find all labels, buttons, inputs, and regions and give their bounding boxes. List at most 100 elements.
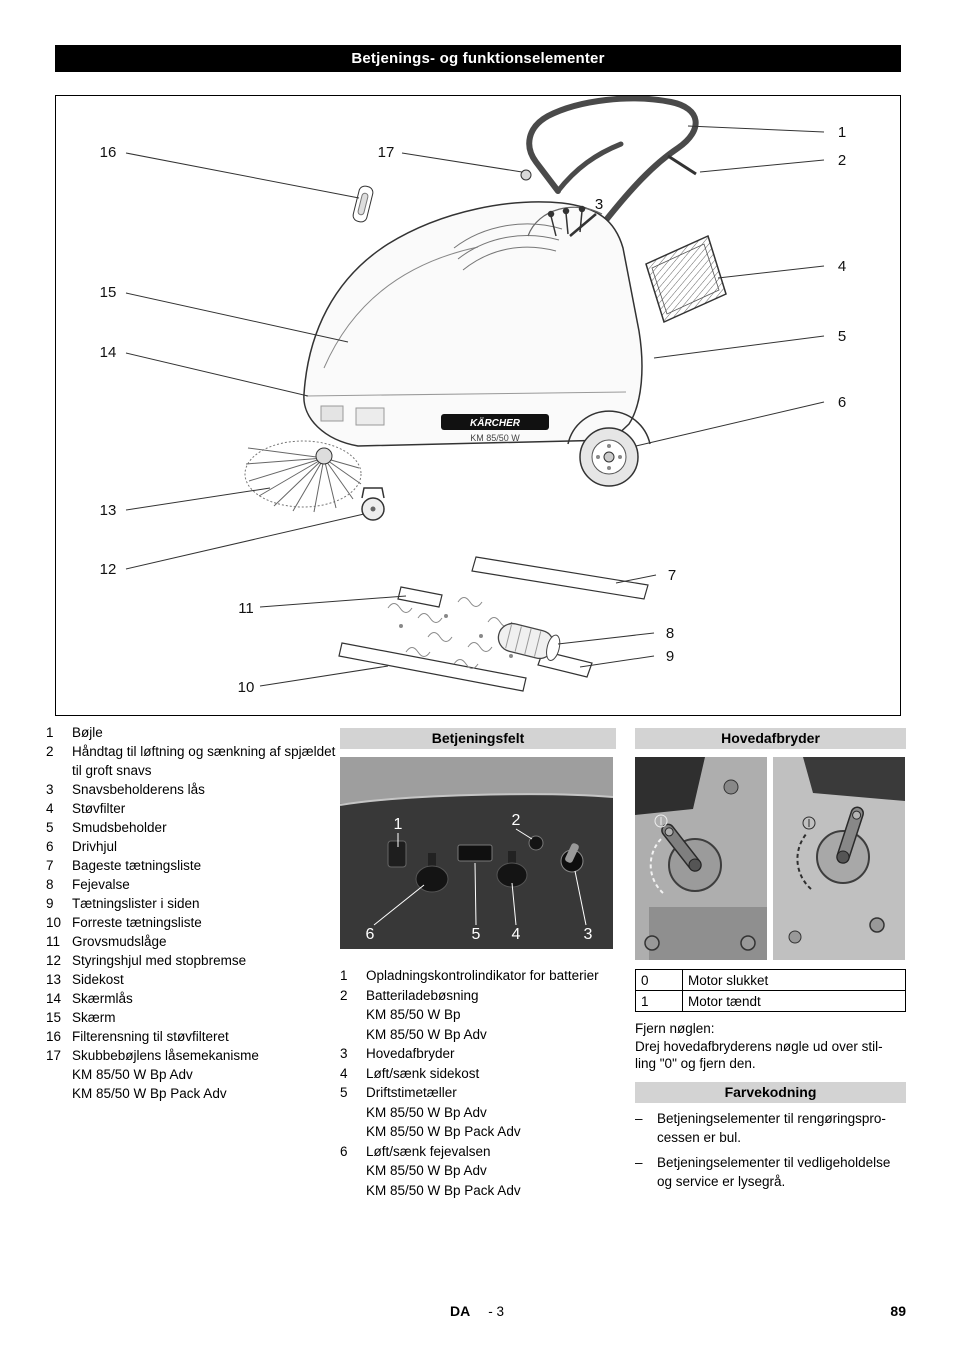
item-text: KM 85/50 W Bp Pack Adv: [72, 1086, 227, 1101]
legend-item: 14 Skærmlås: [46, 989, 340, 1008]
item-text: Snavsbeholderens lås: [72, 782, 205, 797]
item-text: Smudsbeholder: [72, 820, 167, 835]
item-number: 8: [46, 877, 54, 892]
item-text: Skærm: [72, 1010, 116, 1025]
leader-lines: [125, 125, 825, 687]
main-switch-header: Hovedafbryder: [635, 728, 906, 749]
callout-1: 1: [838, 124, 846, 141]
brand-logo-text: KÄRCHER: [470, 416, 521, 429]
item-number: 16: [46, 1029, 62, 1044]
legend-item-variant: KM 85/50 W Bp Adv: [340, 1161, 616, 1181]
callout-9: 9: [666, 648, 674, 665]
photo-callout-5: 5: [472, 926, 481, 943]
item-number: 2: [46, 744, 54, 759]
item-text: Bageste tætningsliste: [72, 858, 202, 873]
item-text: Bøjle: [72, 725, 103, 740]
brand-badge: [441, 414, 549, 430]
item-number: 2: [340, 987, 348, 1003]
filter-cleaning-handle: [352, 185, 374, 223]
callout-15: 15: [100, 284, 117, 301]
item-text-line: Betjeningselementer til vedligeholdelse: [657, 1154, 891, 1170]
callout-10: 10: [238, 679, 255, 696]
control-panel-section: Betjeningsfelt 1: [340, 728, 616, 1200]
control-panel-illustration: 1 2 6 5 4 3: [340, 757, 613, 949]
switch-state: Motor tændt: [682, 990, 906, 1012]
motor-state-table: 0 Motor slukket 1 Motor tændt: [635, 969, 906, 1012]
dust-filter: [645, 234, 727, 324]
item-text-line: Betjeningselementer til rengøringspro-: [657, 1110, 886, 1126]
sweeper-body: KÄRCHER KM 85/50 W: [303, 201, 643, 447]
legend-item-variant: KM 85/50 W Bp Pack Adv: [46, 1084, 340, 1103]
model-text: KM 85/50 W: [470, 433, 520, 443]
drive-wheel: [567, 410, 651, 487]
callout-13: 13: [100, 502, 117, 519]
machine-diagram-frame: KÄRCHER KM 85/50 W: [55, 95, 901, 716]
callout-2: 2: [838, 152, 846, 169]
item-text: Skærmlås: [72, 991, 133, 1006]
key-switch-position-1: [773, 757, 905, 960]
item-number: 13: [46, 972, 62, 987]
roller-brush: [497, 622, 561, 661]
table-row: 1 Motor tændt: [635, 990, 906, 1012]
item-number: 6: [46, 839, 54, 854]
switch-state: Motor slukket: [682, 969, 906, 991]
legend-item: 2 Batteriladebøsning: [340, 986, 616, 1006]
callout-8: 8: [666, 625, 674, 642]
callout-6: 6: [838, 394, 846, 411]
key-removal-title: Fjern nøglen:: [635, 1021, 715, 1036]
caster-wheel: [361, 487, 385, 521]
footer: DA- 3: [0, 1303, 954, 1319]
legend-item-variant: KM 85/50 W Bp Pack Adv: [340, 1122, 616, 1142]
photo-callout-lines: [373, 828, 587, 926]
color-coding-item: – Betjeningselementer til vedligeholdels…: [635, 1153, 906, 1191]
key-switch-position-0: [635, 757, 767, 960]
item-text: Tætningslister i siden: [72, 896, 200, 911]
item-text: KM 85/50 W Bp: [366, 1007, 461, 1022]
item-text: Batteriladebøsning: [366, 987, 479, 1003]
photo-callout-2: 2: [512, 812, 521, 829]
charge-indicator: [387, 840, 407, 868]
item-text: Skubbebøjlens låsemekanisme: [72, 1048, 259, 1063]
photo-callout-6: 6: [366, 926, 375, 943]
callout-4: 4: [838, 258, 846, 275]
section-title-bar: Betjenings- og funktionselementer: [55, 45, 901, 72]
item-text: KM 85/50 W Bp Adv: [366, 1163, 487, 1178]
item-text: KM 85/50 W Bp Pack Adv: [366, 1124, 521, 1139]
table-row: 0 Motor slukket: [635, 969, 906, 991]
hour-meter: [457, 844, 493, 862]
footer-page-number: 89: [890, 1303, 906, 1319]
control-panel-photo: 1 2 6 5 4 3: [340, 757, 613, 949]
callout-11: 11: [238, 600, 254, 617]
main-switch-section: Hovedafbryder: [635, 728, 906, 1191]
main-switch-photo-on: [773, 757, 905, 960]
diagram-callouts: 1 2 3 4 5 6 7 8 9 10 11 12 13 14 15 16 1…: [100, 124, 847, 696]
item-number: [46, 1065, 72, 1084]
photo-callout-4: 4: [512, 926, 521, 943]
callout-12: 12: [100, 561, 117, 578]
item-text: Løft/sænk fejevalsen: [366, 1143, 491, 1159]
sweeper-diagram: KÄRCHER KM 85/50 W: [100, 96, 847, 696]
coarse-dirt-lever: [667, 154, 697, 176]
side-brush: [244, 440, 362, 513]
color-coding-header: Farvekodning: [635, 1081, 906, 1103]
item-text: KM 85/50 W Bp Pack Adv: [366, 1182, 521, 1198]
item-number: 5: [340, 1085, 348, 1100]
item-number: 14: [46, 991, 62, 1006]
callout-17: 17: [378, 144, 395, 161]
item-text: Styringshjul med stopbremse: [72, 953, 247, 968]
photo-callouts: 1 2 6 5 4 3: [366, 812, 593, 943]
handle-lock: [520, 169, 532, 181]
item-text: KM 85/50 W Bp Adv: [72, 1067, 193, 1082]
